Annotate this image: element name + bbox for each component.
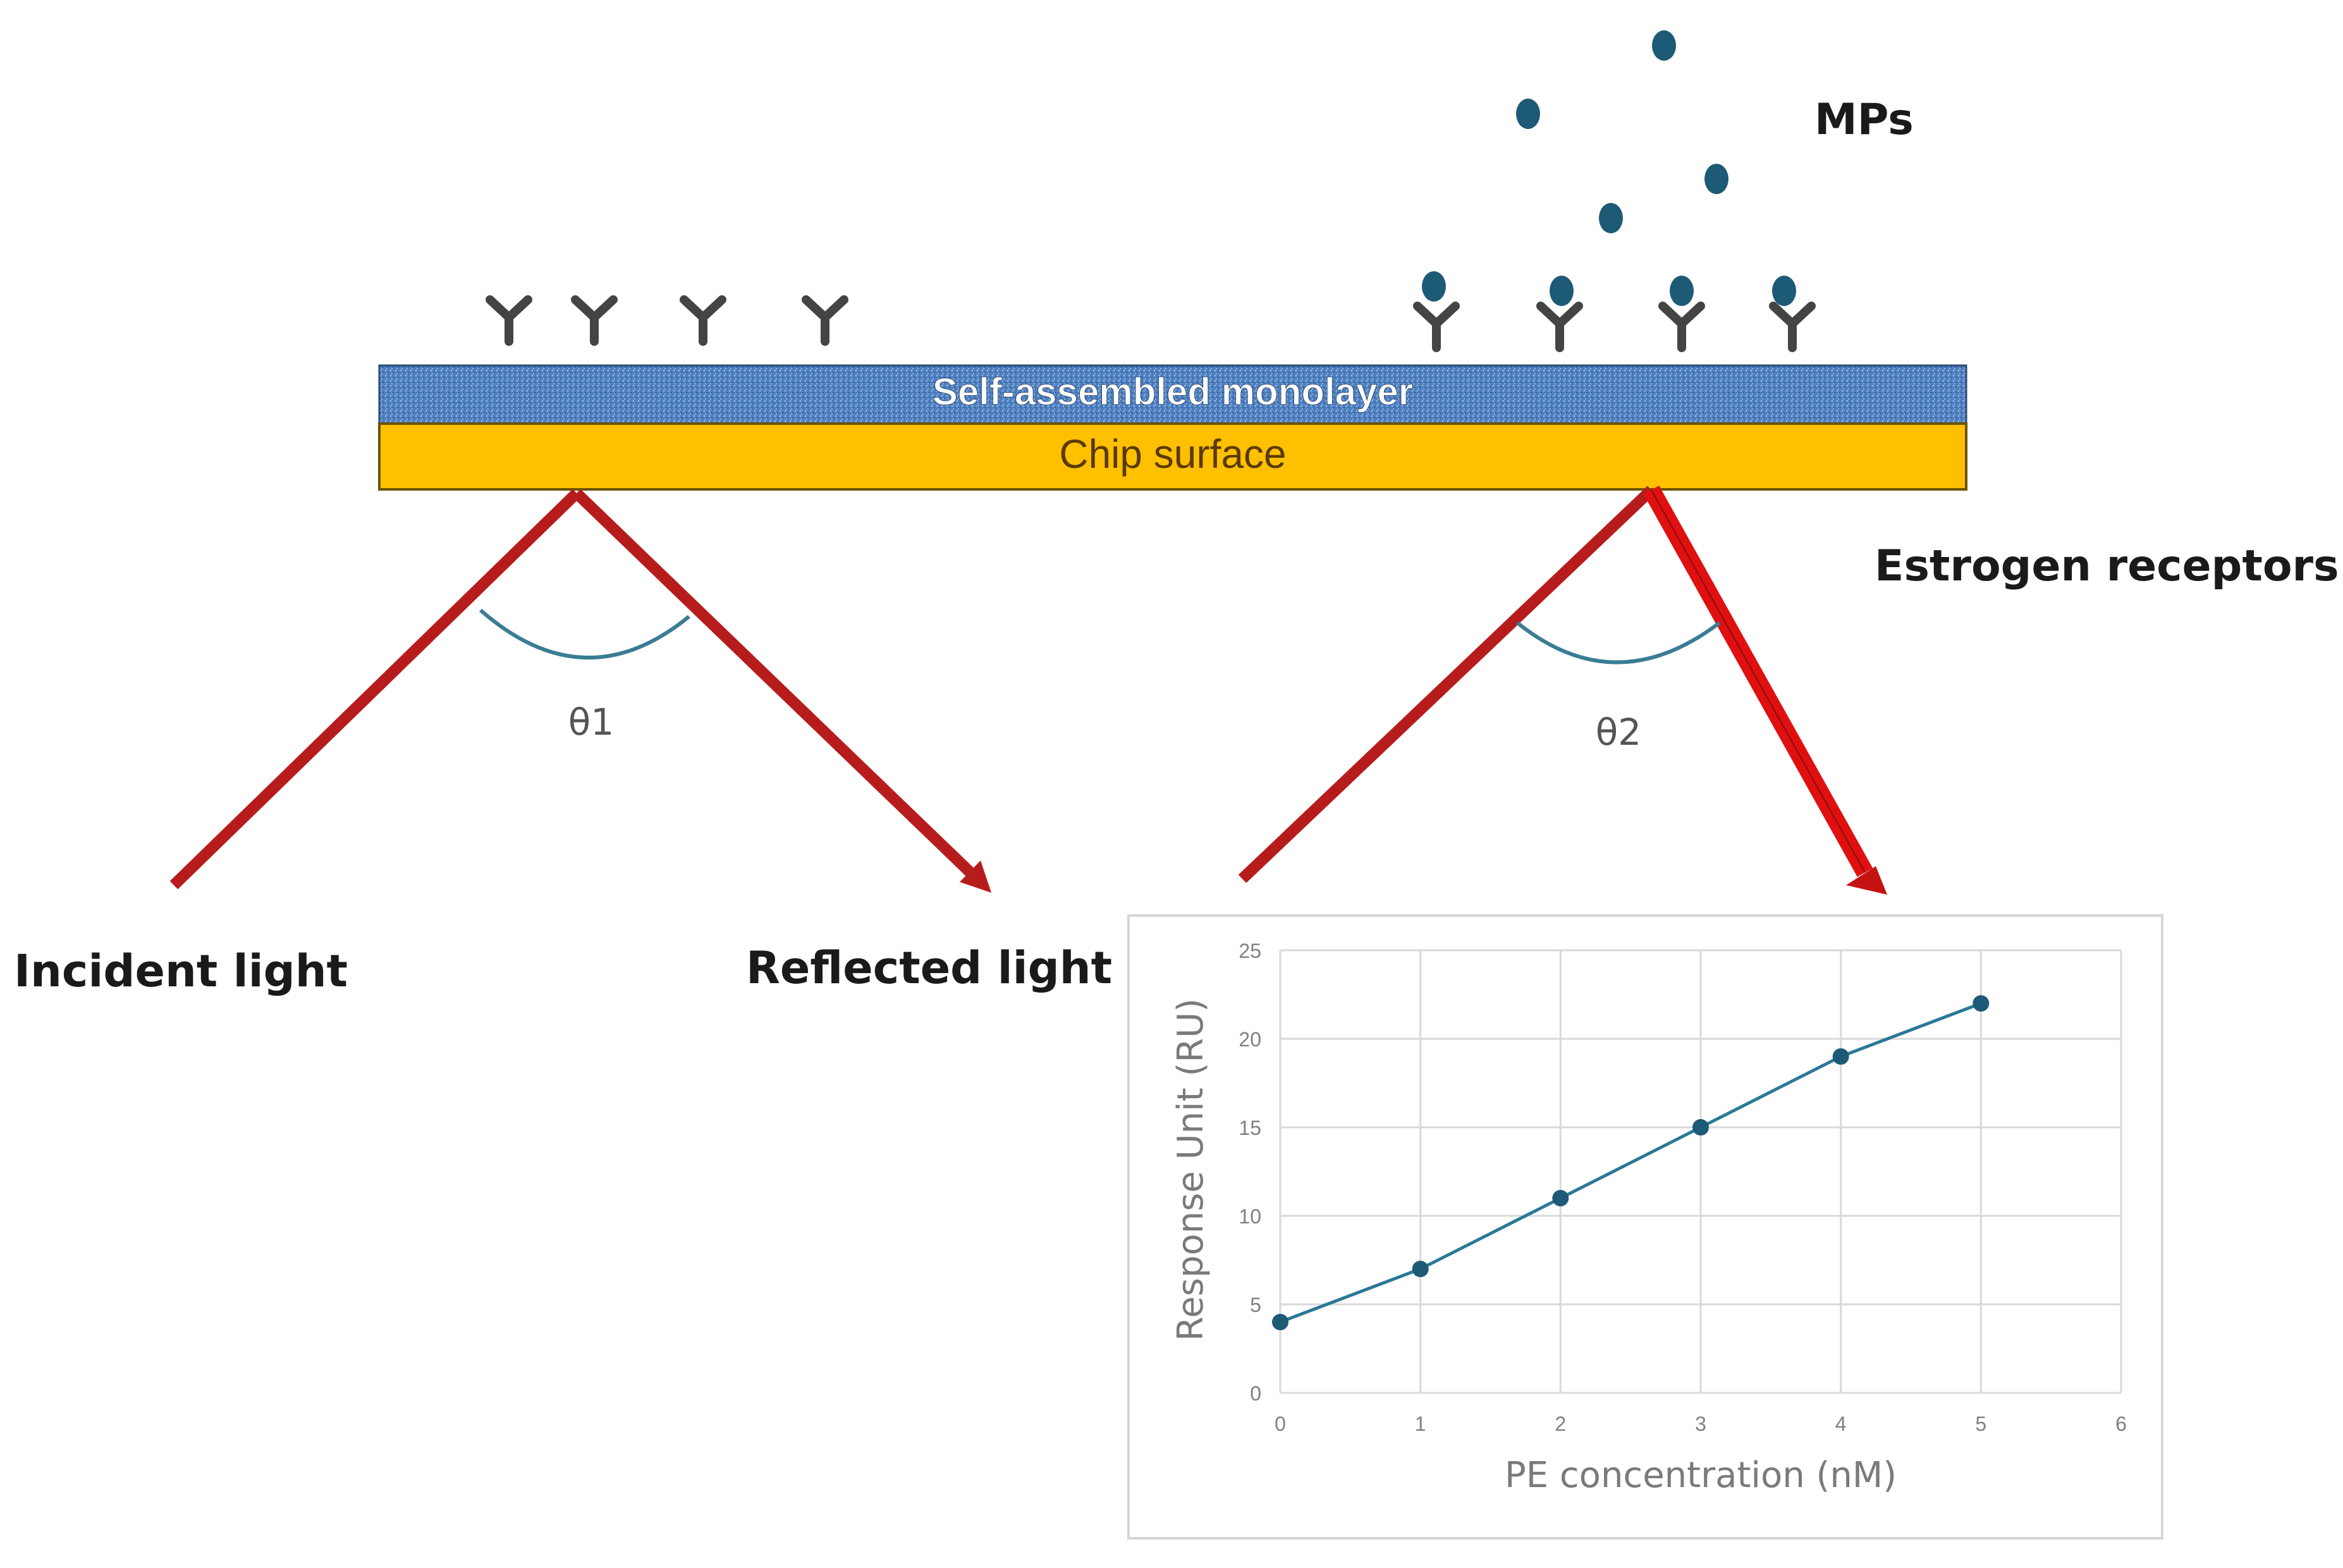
- data-point: [1973, 995, 1990, 1012]
- microplastic-particle-icon: [1670, 276, 1694, 306]
- x-tick-label: 4: [1835, 1412, 1847, 1435]
- x-tick-label: 2: [1555, 1412, 1566, 1435]
- estrogen-receptors-label: Estrogen receptors: [1875, 541, 2339, 591]
- incident-beam-right: [1238, 486, 1656, 883]
- reflected-light-label: Reflected light: [746, 942, 1112, 994]
- x-tick-label: 0: [1275, 1412, 1286, 1435]
- microplastic-particle-icon: [1516, 99, 1540, 129]
- arrowhead-left: [960, 861, 991, 893]
- receptors-unbound: [486, 295, 848, 346]
- sam-label: Self-assembled monolayer: [933, 371, 1413, 413]
- receptors-bound: [1413, 302, 1816, 352]
- x-tick-label: 6: [2115, 1412, 2127, 1435]
- self-assembled-monolayer: Self-assembled monolayer: [378, 364, 1967, 425]
- microplastic-particle-icon: [1704, 164, 1728, 194]
- y-tick-label: 20: [1239, 1028, 1261, 1051]
- incident-light-label: Incident light: [14, 945, 348, 997]
- y-tick-label: 0: [1250, 1382, 1261, 1405]
- y-tick-label: 15: [1239, 1117, 1261, 1139]
- mps-label: MPs: [1814, 95, 1914, 145]
- data-point: [1412, 1261, 1429, 1277]
- antibody-y-icon: [802, 295, 848, 346]
- response-chart: 0 5 10 15 20 25 0 1 2 3 4 5 6 PE concentration (nM)…: [1127, 914, 2163, 1540]
- data-point: [1552, 1190, 1569, 1206]
- data-point: [1692, 1119, 1709, 1136]
- y-tick-label: 25: [1239, 940, 1261, 962]
- theta1-label: θ1: [568, 701, 614, 744]
- data-point: [1272, 1314, 1288, 1330]
- angle-arc-theta1: [479, 608, 690, 659]
- y-axis-title: Response Unit (RU): [1170, 998, 1211, 1341]
- x-axis-title: PE concentration (nM): [1505, 1455, 1897, 1496]
- light-path-left: θ1: [169, 489, 991, 893]
- y-tick-label: 5: [1250, 1294, 1261, 1316]
- microplastic-particle-icon: [1550, 276, 1574, 306]
- data-point: [1832, 1048, 1849, 1065]
- y-tick-label: 10: [1239, 1205, 1261, 1228]
- antibody-y-icon: [486, 295, 532, 346]
- x-tick-labels: 0 1 2 3 4 5 6: [1275, 1412, 2127, 1435]
- antibody-y-icon: [1413, 302, 1460, 352]
- chart-grid: [1279, 949, 2122, 1394]
- microplastic-particles: [1422, 30, 1796, 306]
- y-tick-labels: 0 5 10 15 20 25: [1239, 940, 1261, 1405]
- series-line: [1280, 1001, 1982, 1324]
- x-tick-label: 5: [1975, 1412, 1986, 1435]
- x-tick-label: 3: [1695, 1412, 1706, 1435]
- antibody-y-icon: [680, 295, 726, 346]
- data-points: [1272, 995, 1990, 1330]
- reflected-beam-left: [572, 489, 978, 880]
- incident-beam-left: [169, 489, 581, 890]
- antibody-y-icon: [1769, 302, 1816, 352]
- chip-surface-label: Chip surface: [1059, 431, 1286, 477]
- microplastic-particle-icon: [1772, 276, 1796, 306]
- theta2-label: θ2: [1596, 711, 1641, 754]
- angle-arc-theta2: [1516, 621, 1721, 665]
- antibody-y-icon: [1536, 302, 1583, 352]
- antibody-y-icon: [571, 295, 618, 346]
- arrowhead-right: [1846, 866, 1887, 895]
- antibody-y-icon: [1658, 302, 1705, 352]
- chart-frame: [1127, 914, 2163, 1540]
- microplastic-particle-icon: [1422, 271, 1446, 302]
- microplastic-particle-icon: [1599, 203, 1623, 233]
- microplastic-particle-icon: [1652, 30, 1676, 61]
- light-path-right: θ2: [1238, 486, 1887, 895]
- chip-surface: Chip surface: [378, 422, 1967, 491]
- x-tick-label: 1: [1415, 1412, 1426, 1435]
